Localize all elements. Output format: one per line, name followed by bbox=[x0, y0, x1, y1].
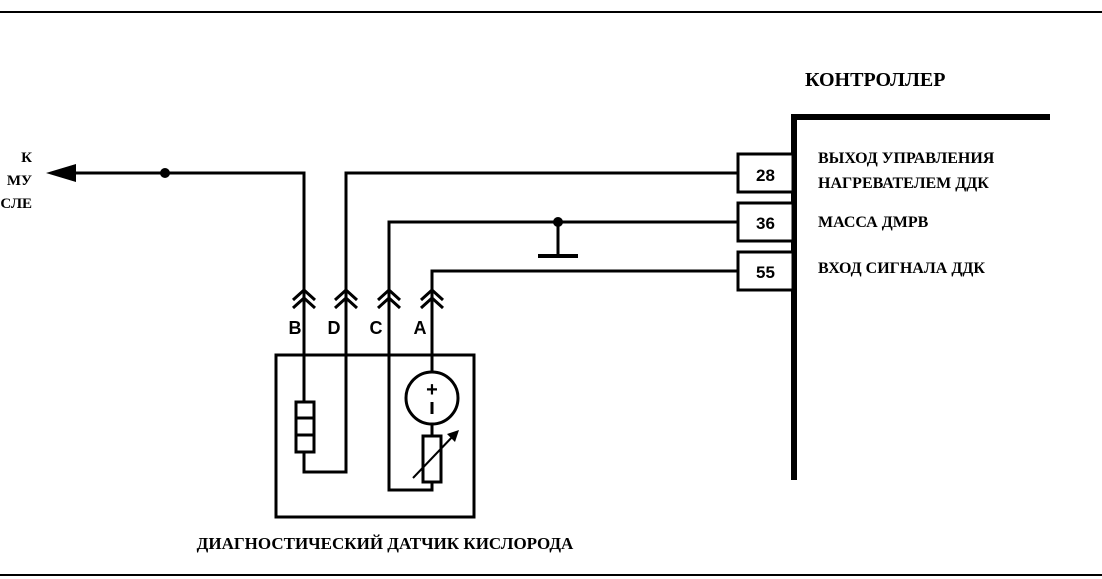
wire-b bbox=[72, 171, 306, 290]
pin-36-number: 36 bbox=[756, 214, 775, 233]
junction-dot-left bbox=[160, 168, 170, 178]
sensor-title: ДИАГНОСТИЧЕСКИЙ ДАТЧИК КИСЛОРОДА bbox=[197, 534, 574, 553]
pin-55-number: 55 bbox=[756, 263, 775, 282]
variable-resistor-arrowhead-icon bbox=[447, 430, 459, 442]
pin-28-label-line1: ВЫХОД УПРАВЛЕНИЯ bbox=[818, 150, 995, 167]
pin-55-label: ВХОД СИГНАЛА ДДК bbox=[818, 260, 985, 277]
left-text-line3: СЛЕ bbox=[0, 196, 32, 212]
wire-c bbox=[387, 220, 738, 290]
pin-28-number: 28 bbox=[756, 166, 775, 185]
connector-letter-b: B bbox=[289, 318, 302, 338]
sensor-housing bbox=[274, 353, 476, 519]
source-plus-sign: + bbox=[426, 379, 438, 401]
connector-letter-d: D bbox=[328, 318, 341, 338]
arrow-left-icon bbox=[46, 164, 76, 182]
pin-28-label-line2: НАГРЕВАТЕЛЕМ ДДК bbox=[818, 175, 989, 192]
wire-a bbox=[430, 269, 738, 290]
connector-letter-a: A bbox=[414, 318, 427, 338]
wire-d bbox=[344, 171, 738, 290]
connector-letter-c: C bbox=[370, 318, 383, 338]
heater-wire-loop bbox=[302, 355, 348, 474]
sense-wire-loop bbox=[387, 355, 434, 492]
pin-36-box bbox=[736, 201, 795, 243]
left-text-line1: К bbox=[21, 150, 32, 166]
variable-resistor-arrow bbox=[412, 433, 456, 479]
controller-outline bbox=[791, 114, 1050, 480]
pin-36-label: МАССА ДМРВ bbox=[818, 214, 929, 231]
heater-element-icon bbox=[294, 400, 316, 454]
left-text-line2: МУ bbox=[7, 173, 32, 189]
controller-title: КОНТРОЛЛЕР bbox=[805, 69, 945, 91]
